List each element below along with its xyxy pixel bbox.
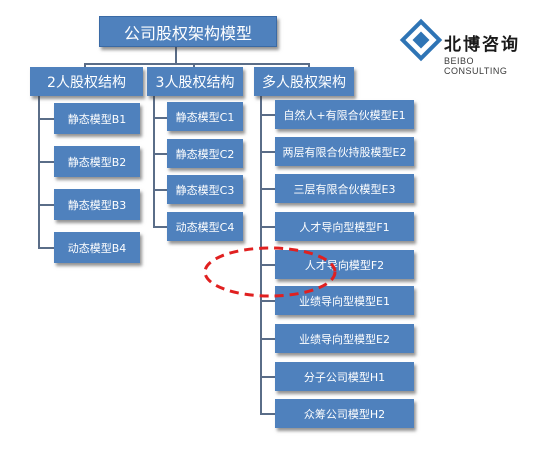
model-box-e2: 两层有限合伙持股模型E2 xyxy=(275,137,414,166)
connector-col2-spine xyxy=(153,96,155,228)
connector-col3-h2 xyxy=(260,413,275,415)
model-box-h2: 众筹公司模型H2 xyxy=(275,399,414,428)
connector-col3-f2 xyxy=(260,264,275,266)
connector-col3-spine xyxy=(260,96,262,414)
column-header-label: 2人股权结构 xyxy=(47,74,126,91)
model-box-b1: 静态模型B1 xyxy=(54,103,140,134)
connector-col1-spine xyxy=(38,96,40,249)
connector-col3-e1 xyxy=(260,114,275,116)
column-header-label: 3人股权结构 xyxy=(155,74,235,91)
connector-col3-e2 xyxy=(260,151,275,153)
model-box-h1: 分子公司模型H1 xyxy=(275,362,414,391)
connector-root-bar xyxy=(84,63,310,65)
model-label: 静态模型B3 xyxy=(67,198,127,212)
model-box-b2: 静态模型B2 xyxy=(54,146,140,177)
model-label: 两层有限合伙持股模型E2 xyxy=(282,145,407,159)
logo-name-cn: 北博咨询 xyxy=(444,35,520,55)
model-label: 静态模型B2 xyxy=(67,155,127,169)
connector-col1-b3 xyxy=(38,204,54,206)
model-label: 人才导向模型F2 xyxy=(304,258,385,272)
model-box-c2: 静态模型C2 xyxy=(167,139,243,168)
model-box-e3: 三层有限合伙模型E3 xyxy=(275,174,414,203)
model-box-c1: 静态模型C1 xyxy=(167,102,243,131)
connector-root-col1 xyxy=(84,63,86,67)
column-header-3-person: 3人股权结构 xyxy=(147,67,243,96)
connector-col3-h1 xyxy=(260,376,275,378)
connector-root-col3 xyxy=(308,63,310,67)
connector-root-spine xyxy=(175,47,177,64)
connector-col3-e3 xyxy=(260,188,275,190)
model-label: 三层有限合伙模型E3 xyxy=(293,182,396,196)
connector-col3-f1 xyxy=(260,226,275,228)
model-label: 众筹公司模型H2 xyxy=(303,407,386,421)
model-label: 动态模型C4 xyxy=(175,220,235,234)
connector-col2-c1 xyxy=(153,117,167,119)
highlight-ellipse xyxy=(203,246,337,298)
column-header-label: 多人股权架构 xyxy=(262,74,346,91)
model-box-g2: 业绩导向型模型E2 xyxy=(275,324,414,353)
column-header-2-person: 2人股权结构 xyxy=(30,67,143,96)
model-box-f2: 人才导向模型F2 xyxy=(275,250,414,279)
model-box-b4: 动态模型B4 xyxy=(54,232,140,263)
model-box-c4: 动态模型C4 xyxy=(167,212,243,241)
model-label: 静态模型B1 xyxy=(67,112,127,126)
model-label: 自然人+有限合伙模型E1 xyxy=(283,108,406,122)
connector-col2-c3 xyxy=(153,189,167,191)
model-box-e1: 自然人+有限合伙模型E1 xyxy=(275,100,414,129)
model-label: 静态模型C3 xyxy=(175,183,235,197)
root-title: 公司股权架构模型 xyxy=(123,23,252,43)
connector-col3-g1 xyxy=(260,300,275,302)
model-label: 分子公司模型H1 xyxy=(303,370,386,384)
logo-name-en: BEIBO CONSULTING xyxy=(444,56,508,76)
model-box-f1: 人才导向型模型F1 xyxy=(275,212,414,241)
model-box-c3: 静态模型C3 xyxy=(167,175,243,204)
connector-col1-b4 xyxy=(38,247,54,249)
connector-col1-b1 xyxy=(38,118,54,120)
model-box-b3: 静态模型B3 xyxy=(54,189,140,220)
model-box-g1: 业绩导向型模型E1 xyxy=(275,286,414,315)
connector-root-col2 xyxy=(193,63,195,67)
column-header-multi-person: 多人股权架构 xyxy=(254,67,354,96)
model-label: 静态模型C1 xyxy=(175,110,235,124)
connector-col2-c2 xyxy=(153,153,167,155)
model-label: 人才导向型模型F1 xyxy=(299,220,390,234)
model-label: 静态模型C2 xyxy=(175,147,235,161)
connector-col3-g2 xyxy=(260,338,275,340)
model-label: 动态模型B4 xyxy=(67,241,127,255)
model-label: 业绩导向型模型E2 xyxy=(299,332,390,346)
connector-col1-b2 xyxy=(38,161,54,163)
logo-diamond-icon xyxy=(399,18,443,62)
connector-col2-c4 xyxy=(153,226,167,228)
root-title-box: 公司股权架构模型 xyxy=(99,16,277,47)
model-label: 业绩导向型模型E1 xyxy=(299,294,390,308)
